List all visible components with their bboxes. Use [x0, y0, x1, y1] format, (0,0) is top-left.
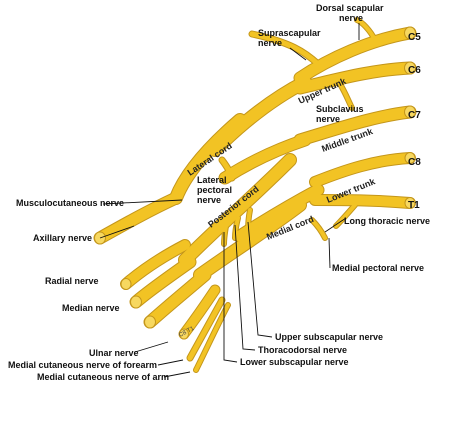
leader-upper-subscapular [247, 221, 273, 338]
label-long-thoracic-nerve: Long thoracic nerve [344, 216, 430, 226]
label-line: nerve [339, 13, 363, 23]
label-line: Subclavius [316, 104, 364, 114]
suprascapular-branch [249, 31, 321, 67]
label-dorsal-scapular-nerve: Dorsal scapular nerve [316, 3, 386, 23]
medial-pectoral-branch [310, 218, 327, 240]
end-c7 [404, 105, 416, 119]
root-c5 [294, 27, 416, 84]
label-suprascapular-nerve: Suprascapular nerve [258, 28, 323, 48]
label-thoracodorsal-nerve: Thoracodorsal nerve [258, 345, 347, 355]
root-c7 [294, 106, 416, 146]
label-line: nerve [258, 38, 282, 48]
end-median [144, 315, 156, 329]
medial-cutaneous-arm [194, 303, 230, 372]
musculocutaneous-nerve [94, 192, 182, 244]
label-ulnar-nerve: Ulnar nerve [89, 348, 139, 358]
lateral-cord [170, 114, 246, 204]
root-c8 [310, 153, 415, 187]
root-label-c6: C6 [408, 65, 421, 76]
label-subclavius-nerve: Subclavius nerve [316, 104, 366, 124]
leader-lines [99, 23, 360, 378]
end-radial [130, 295, 142, 309]
leader-long-thoracic [324, 217, 347, 233]
label-radial-nerve: Radial nerve [45, 276, 99, 286]
end-ulnar [179, 328, 189, 340]
end-t1 [404, 197, 416, 209]
end-c8 [404, 152, 416, 164]
label-line: Lateral [197, 175, 227, 185]
subclavius-branch [338, 82, 354, 110]
end-c5 [404, 26, 416, 40]
label-medial-cutaneous-nerve-of-arm: Medial cutaneous nerve of arm [37, 372, 169, 382]
long-thoracic-branch [334, 203, 357, 228]
leader-medial-cutaneous-forearm [157, 359, 184, 366]
root-label-c5: C5 [408, 32, 421, 43]
label-lower-subscapular-nerve: Lower subscapular nerve [240, 357, 349, 367]
leader-ulnar [134, 341, 169, 353]
label-medial-cutaneous-nerve-of-forearm: Medial cutaneous nerve of forearm [8, 360, 157, 370]
dorsal-scapular-branch [355, 18, 377, 42]
label-line: Suprascapular [258, 28, 321, 38]
lateral-pectoral-branch [219, 157, 235, 181]
leader-musculocutaneous [102, 199, 183, 205]
leader-medial-cutaneous-arm [163, 371, 191, 378]
root-label-t1: T1 [408, 200, 420, 211]
root-label-c8: C8 [408, 157, 421, 168]
root-t1 [310, 195, 415, 208]
medial-cutaneous-forearm [187, 297, 225, 361]
end-axillary [120, 278, 132, 290]
medial-cord [194, 199, 306, 281]
label-line: Dorsal scapular [316, 3, 384, 13]
leader-thoracodorsal [234, 224, 256, 351]
posterior-cord [179, 154, 296, 266]
leader-lower-subscapular [223, 232, 238, 363]
label-musculocutaneous-nerve: Musculocutaneous nerve [16, 198, 124, 208]
thoracodorsal-branch [233, 216, 240, 240]
root-labels: C5 C6 C7 C8 T1 [408, 32, 421, 211]
label-lateral-pectoral-nerve: Lateral pectoral nerve [197, 175, 235, 205]
leader-suprascapular [289, 47, 307, 61]
median-nerve [144, 269, 211, 328]
end-c6 [404, 61, 416, 75]
branch-labels: Dorsal scapular nerve Suprascapular nerv… [8, 3, 430, 382]
nerve-network [93, 17, 417, 373]
label-line: nerve [197, 195, 221, 205]
leader-axillary [99, 225, 135, 239]
root-label-c7: C7 [408, 110, 421, 121]
label-median-nerve: Median nerve [62, 303, 120, 313]
leader-medial-pectoral [328, 237, 331, 269]
label-line: pectoral [197, 185, 232, 195]
label-axillary-nerve: Axillary nerve [33, 233, 92, 243]
label-medial-pectoral-nerve: Medial pectoral nerve [332, 263, 424, 273]
label-upper-subscapular-nerve: Upper subscapular nerve [275, 332, 383, 342]
label-line: nerve [316, 114, 340, 124]
root-c6 [294, 62, 416, 94]
